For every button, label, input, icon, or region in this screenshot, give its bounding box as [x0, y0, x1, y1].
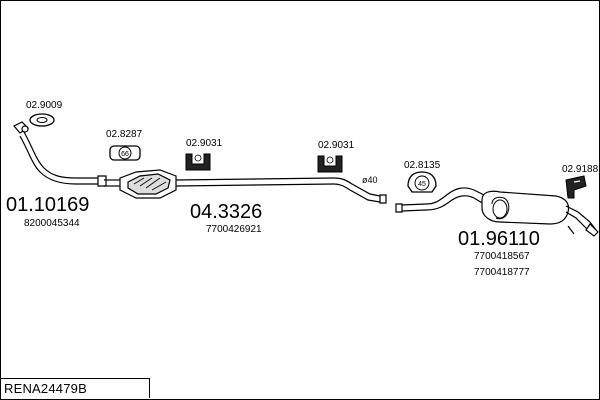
oem-number: 7700418777 [474, 267, 530, 278]
oem-number: 7700418567 [474, 251, 530, 262]
rear-silencer[interactable] [395, 187, 599, 237]
gasket-icon[interactable] [29, 113, 55, 127]
part-label: 02.8287 [106, 129, 143, 140]
oem-number: 8200045344 [24, 218, 80, 229]
middle-pipe[interactable] [175, 177, 387, 204]
catalytic-converter[interactable] [104, 169, 177, 199]
assembly-number: 01.10169 [6, 194, 89, 216]
rubber-hanger-icon[interactable] [317, 155, 343, 173]
ring-clamp-badge-text: 45 [418, 181, 426, 188]
clamp-badge-text: 66 [121, 151, 129, 158]
part-label: 02.8135 [404, 160, 441, 171]
oem-number: 7700426921 [206, 224, 262, 235]
part-label: 02.9031 [186, 138, 223, 149]
part-label: 02.9188 [562, 164, 599, 175]
part-label: 02.9009 [26, 100, 63, 111]
assembly-number: 01.96110 [458, 228, 540, 250]
reference-code: RENA24479B [0, 378, 150, 398]
ring-clamp-icon[interactable]: 45 [407, 171, 437, 193]
part-label: 02.9031 [318, 140, 355, 151]
front-pipe[interactable] [13, 121, 107, 187]
pipe-size-label: ø40 [362, 175, 378, 185]
rubber-hanger-icon[interactable] [185, 153, 211, 171]
clamp-icon[interactable]: 66 [109, 145, 141, 161]
rear-hanger-icon[interactable] [565, 175, 587, 199]
assembly-number: 04.3326 [190, 201, 262, 223]
